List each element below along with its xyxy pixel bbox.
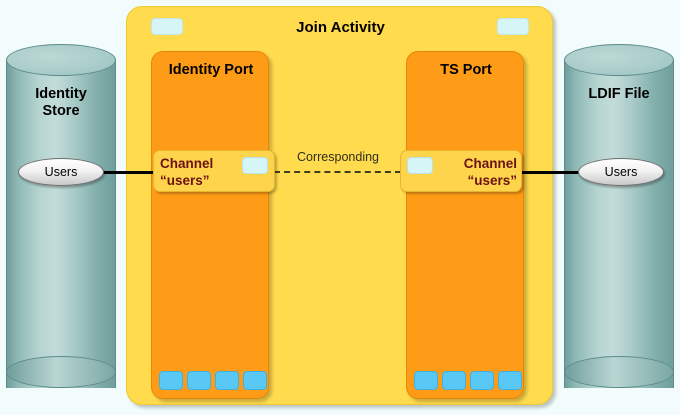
connector-channel-to-ldif-file [521, 171, 581, 174]
cylinder-bottom-ellipse [564, 356, 674, 388]
connector-identity-store-to-channel [98, 171, 156, 174]
identity-port-slot-4[interactable] [243, 371, 267, 390]
identity-store-users-ellipse[interactable]: Users [18, 158, 104, 186]
ldif-file-label: LDIF File [588, 86, 650, 102]
ts-port-title: TS Port [440, 62, 492, 78]
ts-port-slot-4[interactable] [498, 371, 522, 390]
join-activity-tab-right[interactable] [497, 18, 529, 35]
ts-channel-label: Channel “users” [429, 155, 517, 189]
join-activity-tab-left[interactable] [151, 18, 183, 35]
identity-store-label: Identity Store [6, 86, 116, 120]
identity-store-label-line1: Identity [35, 86, 87, 102]
ldif-file-users-ellipse[interactable]: Users [578, 158, 664, 186]
ldif-file-cylinder[interactable]: LDIF File [564, 44, 674, 404]
identity-port-channel-users[interactable]: Channel “users” [153, 150, 275, 192]
ts-channel-label-line2: “users” [467, 173, 517, 188]
ts-port-channel-users[interactable]: Channel “users” [400, 150, 522, 192]
channel-tab-icon[interactable] [242, 157, 268, 174]
cylinder-top-ellipse [564, 44, 674, 76]
identity-port-box[interactable]: Identity Port [151, 51, 269, 399]
join-activity-title: Join Activity [296, 19, 385, 36]
ts-port-slot-3[interactable] [470, 371, 494, 390]
cylinder-top-ellipse [6, 44, 116, 76]
identity-port-slot-3[interactable] [215, 371, 239, 390]
ts-port-slot-2[interactable] [442, 371, 466, 390]
cylinder-bottom-ellipse [6, 356, 116, 388]
identity-port-slot-1[interactable] [159, 371, 183, 390]
cylinder-body [6, 60, 116, 388]
ts-port-box[interactable]: TS Port [406, 51, 524, 399]
corresponding-label: Corresponding [297, 150, 379, 164]
identity-store-label-line2: Store [42, 103, 80, 119]
identity-channel-label-line2: “users” [160, 173, 210, 188]
ts-port-slot-1[interactable] [414, 371, 438, 390]
cylinder-body [564, 60, 674, 388]
channel-tab-icon[interactable] [407, 157, 433, 174]
join-activity-panel[interactable]: Join Activity Identity Port TS Port [126, 6, 553, 405]
identity-port-slots [159, 371, 267, 390]
identity-store-cylinder[interactable]: Identity Store [6, 44, 116, 404]
identity-channel-label: Channel “users” [160, 155, 248, 189]
corresponding-dashed-line [274, 171, 401, 173]
identity-channel-label-line1: Channel [160, 156, 214, 171]
identity-port-title: Identity Port [168, 62, 254, 78]
ts-port-slots [414, 371, 522, 390]
identity-port-slot-2[interactable] [187, 371, 211, 390]
ts-channel-label-line1: Channel [463, 156, 517, 171]
